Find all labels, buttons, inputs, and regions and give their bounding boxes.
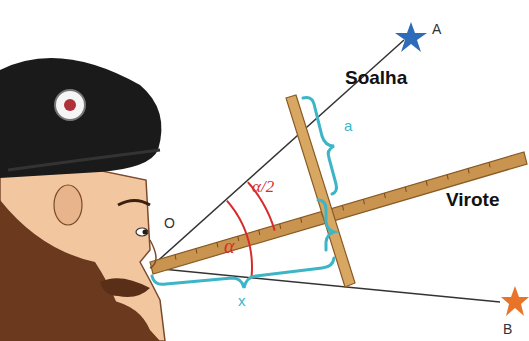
measure-bracket bbox=[152, 258, 334, 288]
part-name: Virote bbox=[446, 190, 500, 209]
measure-bracket bbox=[318, 200, 334, 250]
sight-line bbox=[152, 268, 500, 302]
angle-label: α/2 bbox=[252, 178, 274, 195]
length-label: a bbox=[344, 118, 352, 133]
navigator-figure bbox=[0, 58, 165, 341]
star-a bbox=[395, 22, 427, 52]
measure-bracket bbox=[303, 98, 337, 194]
angle-label: α bbox=[224, 236, 235, 256]
star-b bbox=[501, 286, 529, 316]
vertex-label: O bbox=[164, 216, 175, 230]
soalha-crosspiece bbox=[286, 95, 355, 287]
star-label: B bbox=[503, 322, 512, 336]
star-label: A bbox=[432, 22, 441, 36]
length-label: x bbox=[238, 293, 246, 308]
part-name: Soalha bbox=[345, 68, 407, 87]
